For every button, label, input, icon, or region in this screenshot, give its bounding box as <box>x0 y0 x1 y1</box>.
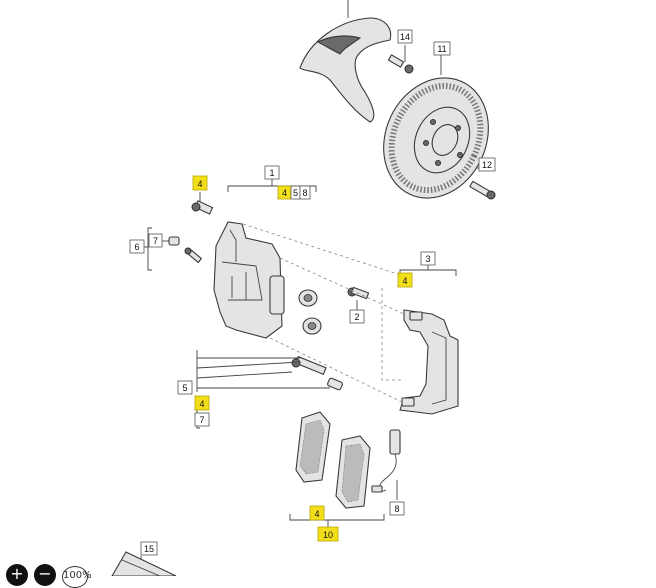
brake-pads <box>289 411 385 528</box>
callout-3[interactable]: 3 <box>420 251 436 266</box>
plus-icon: + <box>10 564 24 583</box>
svg-text:8: 8 <box>394 504 399 514</box>
caliper-housing <box>213 221 285 339</box>
brake-disc <box>383 55 489 199</box>
bolt-2 <box>347 286 370 310</box>
svg-text:4: 4 <box>282 188 287 198</box>
svg-text:4: 4 <box>199 399 204 409</box>
zoom-reset-button[interactable]: 100% <box>62 566 92 588</box>
svg-text:4: 4 <box>402 276 407 286</box>
caliper-carrier <box>399 264 459 415</box>
minus-icon: − <box>38 564 52 583</box>
svg-text:5: 5 <box>293 188 298 198</box>
callout-11[interactable]: 11 <box>433 41 451 56</box>
dashed-guides <box>242 223 411 403</box>
callout-4-pads[interactable]: 4 <box>309 505 325 521</box>
callout-4-carrier[interactable]: 4 <box>397 272 413 288</box>
zoom-out-button[interactable]: − <box>34 564 56 586</box>
wear-sensor <box>371 429 401 500</box>
callout-labels: 14 11 12 1 4 4 5 8 6 7 3 4 2 5 4 7 8 4 1… <box>129 29 496 556</box>
svg-text:15: 15 <box>144 544 154 554</box>
bleed-screw <box>144 227 203 271</box>
svg-text:12: 12 <box>482 160 492 170</box>
svg-text:4: 4 <box>197 179 202 189</box>
callout-7[interactable]: 7 <box>148 233 163 248</box>
callout-4-top[interactable]: 4 <box>192 175 208 191</box>
svg-text:7: 7 <box>199 415 204 425</box>
guide-pin <box>291 355 343 391</box>
callout-4-sub[interactable]: 4 <box>277 185 292 200</box>
zoom-in-button[interactable]: + <box>6 564 28 586</box>
callout-7-left[interactable]: 7 <box>194 412 210 427</box>
bolt-14 <box>387 45 414 74</box>
svg-text:3: 3 <box>425 254 430 264</box>
svg-text:2: 2 <box>354 312 359 322</box>
piston-rings <box>298 289 322 335</box>
callout-8[interactable]: 8 <box>389 501 405 516</box>
callout-8-sub[interactable]: 8 <box>299 185 311 200</box>
exploded-parts-diagram: 14 11 12 1 4 4 5 8 6 7 3 4 2 5 4 7 8 4 1… <box>111 0 496 576</box>
svg-text:11: 11 <box>437 44 446 54</box>
svg-text:10: 10 <box>323 530 333 540</box>
special-tool <box>111 551 177 576</box>
callout-5-sub[interactable]: 5 <box>290 185 301 200</box>
callout-6[interactable]: 6 <box>129 239 145 254</box>
callout-1[interactable]: 1 <box>264 165 280 180</box>
bolt-12 <box>469 167 496 200</box>
svg-text:8: 8 <box>302 188 307 198</box>
zoom-toolbar: + − 100% <box>6 564 92 588</box>
callout-14[interactable]: 14 <box>397 29 413 44</box>
callout-5[interactable]: 5 <box>177 380 193 395</box>
svg-text:5: 5 <box>182 383 187 393</box>
svg-text:6: 6 <box>134 242 139 252</box>
svg-text:4: 4 <box>314 509 319 519</box>
caliper-bolt <box>191 192 214 215</box>
svg-text:1: 1 <box>269 168 274 178</box>
svg-text:14: 14 <box>400 32 410 42</box>
callout-2[interactable]: 2 <box>349 309 365 324</box>
callout-12[interactable]: 12 <box>478 157 496 172</box>
callout-10[interactable]: 10 <box>317 526 339 542</box>
splash-shield <box>299 0 392 123</box>
callout-15[interactable]: 15 <box>140 541 158 556</box>
svg-text:7: 7 <box>153 236 158 246</box>
leader-lines-5 <box>196 350 330 429</box>
callout-4-left[interactable]: 4 <box>194 395 210 411</box>
